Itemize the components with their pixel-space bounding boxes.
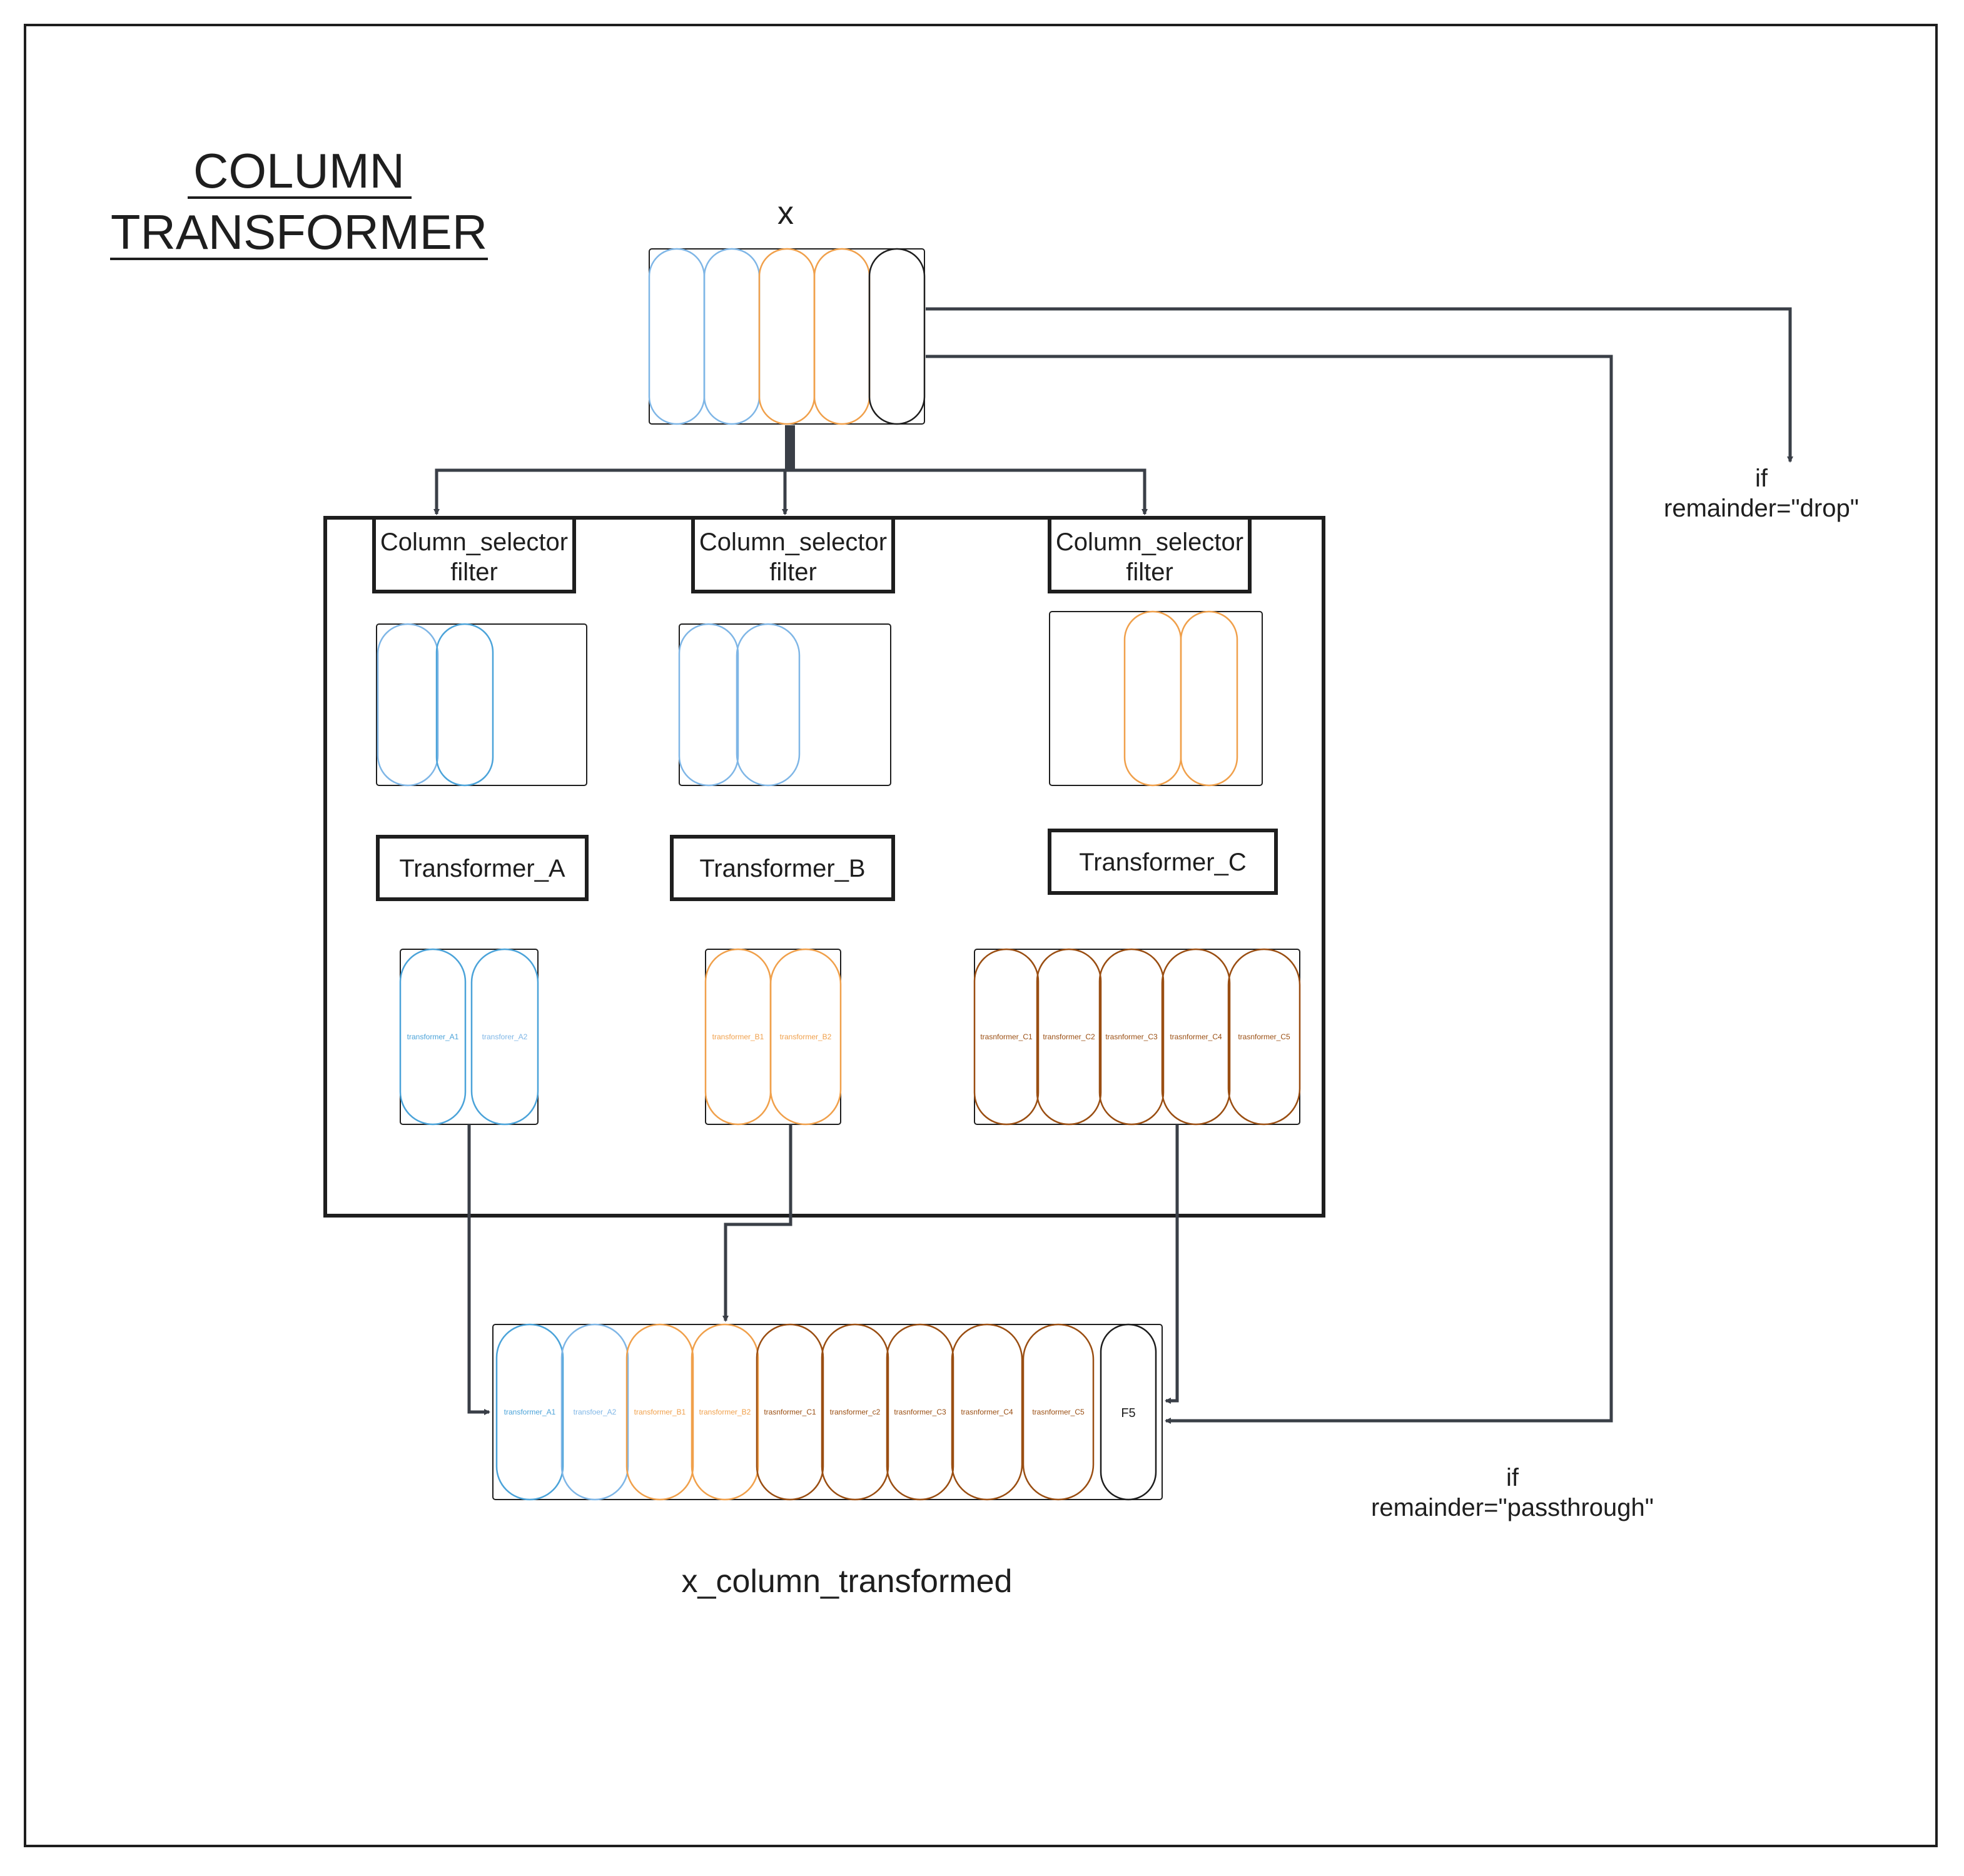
passthrough-arrow <box>926 355 1613 1424</box>
output-b-column-2-label: transformer_B2 <box>780 1032 832 1041</box>
selector-c-line-1: Column_selector <box>1056 528 1243 556</box>
final-column-8 <box>951 1323 1023 1501</box>
output-a: transformer_A1 transforer_A2 <box>399 948 539 1126</box>
final-column-9-label: trasnformer_C5 <box>1032 1408 1085 1416</box>
selected-columns-b <box>678 623 891 787</box>
transformer-c-label: Transformer_C <box>1079 849 1246 876</box>
final-column-10-label: F5 <box>1121 1406 1135 1420</box>
input-matrix <box>648 248 926 425</box>
transformer-b-label: Transformer_B <box>699 855 865 882</box>
output-a-column-1-label: transformer_A1 <box>407 1032 459 1041</box>
output-a-column-1 <box>399 948 467 1126</box>
selected-a-column-1 <box>377 623 439 787</box>
final-column-7-label: trasnformer_C3 <box>894 1408 946 1416</box>
output-c: trasnformer_C1 transformer_C2 trasnforme… <box>973 948 1301 1126</box>
final-column-9 <box>1022 1323 1095 1501</box>
final-column-8-label: trasnformer_C4 <box>961 1408 1013 1416</box>
drop-arrow <box>926 307 1793 463</box>
final-column-5 <box>756 1323 824 1501</box>
output-c-column-5-label: trasnformer_C5 <box>1238 1032 1290 1041</box>
input-label: x <box>777 195 794 231</box>
output-b-column-1-label: transformer_B1 <box>712 1032 764 1041</box>
output-b: transformer_B1 transformer_B2 <box>704 948 842 1126</box>
selected-b-column-1 <box>678 623 739 787</box>
passthrough-note-line-1: if <box>1506 1464 1519 1491</box>
final-column-7 <box>886 1323 954 1501</box>
transformer-a-box: Transformer_A <box>376 835 589 901</box>
output-c-column-1 <box>973 948 1040 1126</box>
selector-b-line-1: Column_selector <box>699 528 887 556</box>
final-output-matrix: transformer_A1 transfoer_A2 transformer_… <box>492 1323 1163 1501</box>
final-column-1 <box>495 1323 564 1501</box>
final-column-2-label: transfoer_A2 <box>574 1408 617 1416</box>
final-column-3 <box>625 1323 694 1501</box>
final-column-3-label: transformer_B1 <box>634 1408 686 1416</box>
final-column-2 <box>560 1323 629 1501</box>
output-c-column-4-label: trasnformer_C4 <box>1170 1032 1222 1041</box>
output-c-column-3 <box>1098 948 1165 1126</box>
title-line-1: COLUMN <box>193 143 405 198</box>
outer-frame <box>24 24 1938 1847</box>
merge-arrow-b <box>722 1124 792 1322</box>
selector-c-line-2: filter <box>1126 558 1173 586</box>
output-c-column-3-label: trasnformer_C3 <box>1105 1032 1158 1041</box>
final-column-4-label: transformer_B2 <box>699 1408 751 1416</box>
column-selector-b: Column_selector filter <box>691 516 895 593</box>
selected-b-column-2 <box>736 623 801 787</box>
final-column-6-label: transformer_c2 <box>830 1408 881 1416</box>
split-arrows <box>433 425 1148 515</box>
output-c-column-5 <box>1227 948 1301 1126</box>
final-column-5-label: trasnformer_C1 <box>764 1408 816 1416</box>
output-c-column-1-label: trasnformer_C1 <box>980 1032 1033 1041</box>
selector-a-line-2: filter <box>450 558 498 586</box>
selected-c-column-2 <box>1180 610 1238 787</box>
transformer-a-label: Transformer_A <box>399 855 565 882</box>
transformer-b-box: Transformer_B <box>670 835 895 901</box>
column-selector-a: Column_selector filter <box>372 516 576 593</box>
output-b-column-2 <box>769 948 842 1126</box>
selected-columns-a <box>376 623 587 787</box>
input-column-5 <box>868 248 926 425</box>
title-line-2: TRANSFORMER <box>111 204 487 260</box>
column-selector-c: Column_selector filter <box>1048 516 1252 593</box>
selected-a-column-2 <box>435 623 494 787</box>
output-c-column-4 <box>1161 948 1231 1126</box>
output-a-column-2-label: transforer_A2 <box>482 1032 528 1041</box>
final-column-1-label: transformer_A1 <box>504 1408 556 1416</box>
transformer-c-box: Transformer_C <box>1048 829 1278 895</box>
final-output-label: x_column_transformed <box>682 1563 1013 1600</box>
final-column-4 <box>691 1323 759 1501</box>
selected-columns-c <box>1049 610 1263 787</box>
merge-arrow-a <box>467 1124 490 1415</box>
selector-a-line-1: Column_selector <box>380 528 568 556</box>
output-c-column-2-label: transformer_C2 <box>1043 1032 1095 1041</box>
output-c-column-2 <box>1036 948 1102 1126</box>
final-column-10 <box>1100 1323 1157 1501</box>
final-column-6 <box>821 1323 889 1501</box>
selector-b-line-2: filter <box>769 558 817 586</box>
passthrough-note-line-2: remainder="passthrough" <box>1371 1494 1654 1521</box>
drop-note-line-2: remainder="drop" <box>1664 495 1859 522</box>
output-a-column-2 <box>470 948 539 1126</box>
drop-note-line-1: if <box>1755 465 1768 492</box>
merge-arrow-c <box>1165 1124 1179 1404</box>
